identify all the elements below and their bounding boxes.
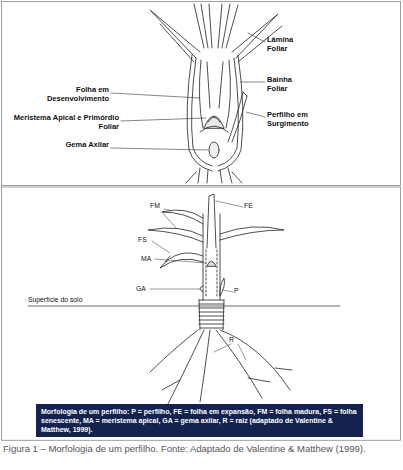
part-label: FM: [150, 202, 164, 210]
legend-box: Morfologia de um perfilho: P = perfilho,…: [36, 404, 363, 437]
part-label: P: [234, 287, 244, 295]
figure-caption: Figura 1 – Morfologia de um perfilho. Fo…: [3, 443, 397, 454]
part-label: Folha em Desenvolvimento: [24, 86, 109, 103]
part-label: Lâmina Foliar: [267, 36, 307, 53]
part-label: FE: [244, 202, 258, 210]
part-label: GA: [136, 285, 150, 293]
panel-frame: [2, 2, 401, 186]
part-label: Perfilho em Surgimento: [267, 111, 337, 128]
part-label: Meristema Apical e Primórdio Foliar: [7, 114, 119, 131]
part-label: Gema Axilar: [65, 141, 109, 150]
part-label: Bainha Foliar: [267, 76, 307, 93]
leader-line: [111, 33, 265, 150]
tiller-plant: [28, 194, 340, 404]
part-label: MA: [141, 255, 155, 263]
part-label: Superfície do solo: [28, 296, 108, 304]
tiller-section: [150, 4, 282, 183]
legend-text: Morfologia de um perfilho: P = perfilho,…: [41, 407, 358, 434]
part-label: FS: [138, 236, 152, 244]
panel-frame: [2, 187, 401, 440]
leader-line: [150, 201, 246, 360]
part-label: R: [229, 336, 239, 344]
